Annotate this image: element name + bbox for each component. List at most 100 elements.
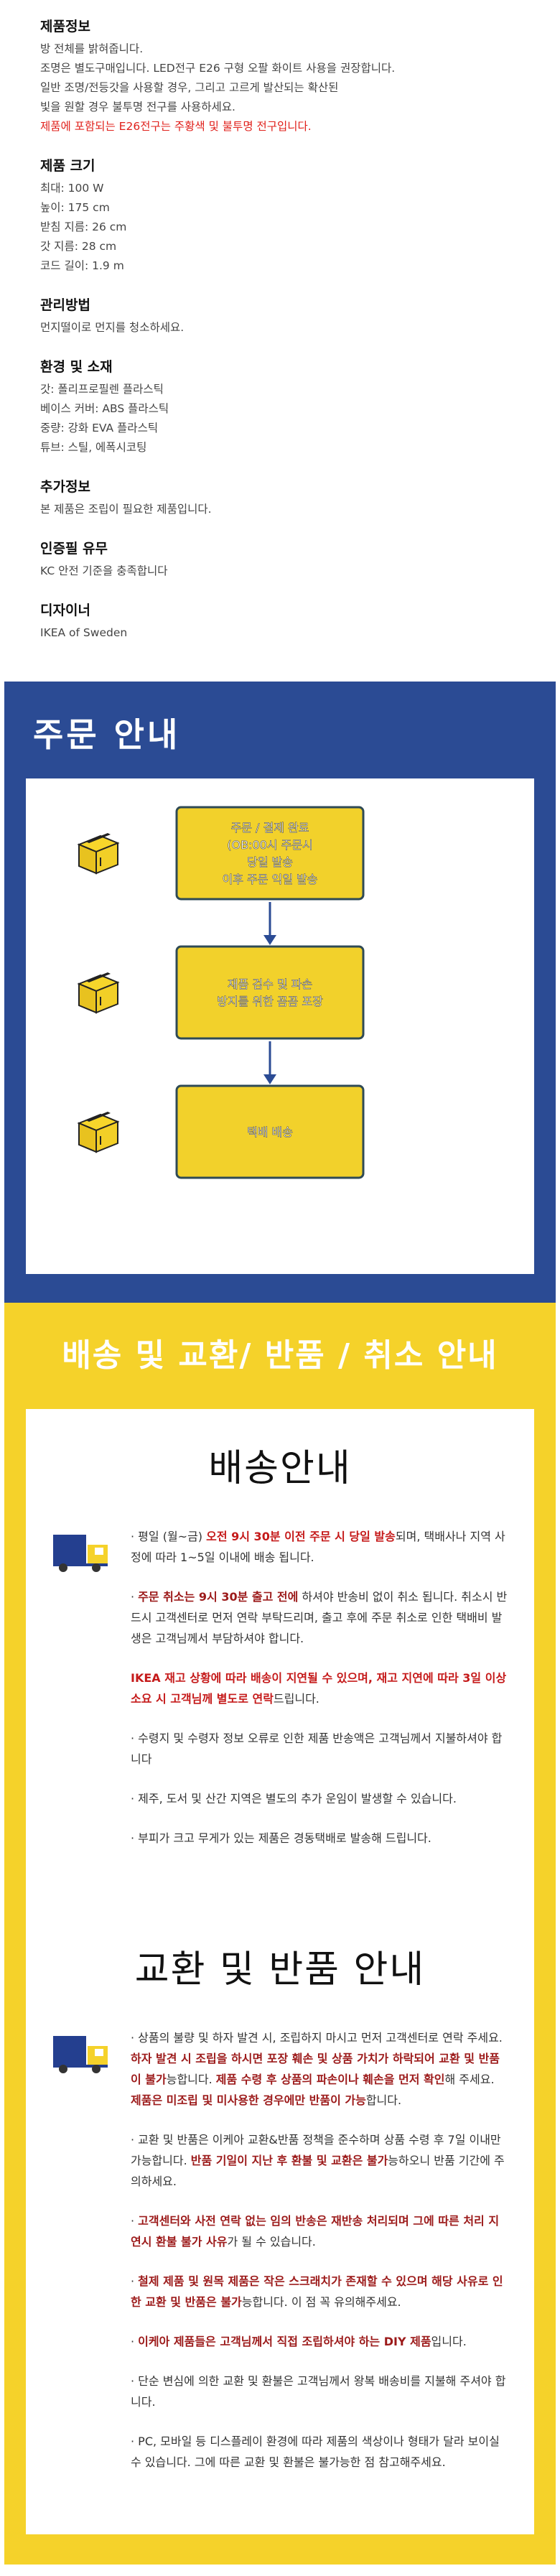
info-block: 인증필 유무 KC 안전 기준을 충족합니다 [40, 538, 531, 581]
highlighted-text: IKEA 재고 상황에 따라 배송이 지연될 수 있으며, 재고 지연에 따라 … [131, 1671, 507, 1706]
shipping-section: 배송 및 교환/ 반품 / 취소 안내 배송안내 · 평일 (월~금) 오전 9… [4, 1303, 556, 2565]
notice-item: · PC, 모바일 등 디스플레이 환경에 따라 제품의 색상이나 형태가 달라… [131, 2431, 508, 2473]
flow-arrow-icon [263, 935, 276, 945]
highlighted-text: 이케아 제품들은 고객님께서 직접 조립하셔야 하는 DIY 제품 [138, 2335, 431, 2348]
notice-item: · 주문 취소는 9시 30분 출고 전에 하셔야 반송비 없이 취소 됩니다.… [131, 1586, 508, 1649]
return-row: · 상품의 불량 및 하자 발견 시, 조립하지 마시고 먼저 고객센터로 연락… [52, 2027, 508, 2491]
info-line: 받침 지름: 26 cm [40, 220, 127, 233]
notice-item: · 수령지 및 수령자 정보 오류로 인한 제품 반송액은 고객님께서 지불하셔… [131, 1728, 508, 1770]
notice-text: 입니다. [431, 2335, 467, 2348]
notice-text: · 부피가 크고 무게가 있는 제품은 경동택배로 발송해 드립니다. [131, 1831, 431, 1845]
info-line: 베이스 커버: ABS 플라스틱 [40, 402, 169, 415]
notice-text: · 평일 (월~금) [131, 1530, 207, 1543]
step-text: 당일 발송 [247, 855, 293, 869]
delivery-row: · 평일 (월~금) 오전 9시 30분 이전 주문 시 당일 발송되며, 택배… [52, 1526, 508, 1867]
notice-text: · 단순 변심에 의한 교환 및 환불은 고객님께서 왕복 배송비를 지불해 주… [131, 2374, 506, 2409]
step-text: (OB:00시 주문시 [227, 838, 313, 852]
info-block-title: 제품정보 [40, 19, 90, 34]
notice-text: · [131, 2214, 139, 2228]
info-line: KC 안전 기준을 충족합니다 [40, 564, 168, 577]
return-heading: 교환 및 반품 안내 [134, 1948, 426, 1991]
info-line: 일반 조명/전등갓을 사용할 경우, 그리고 고르게 발산되는 확산된 [40, 81, 339, 94]
notice-item: · 부피가 크고 무게가 있는 제품은 경동택배로 발송해 드립니다. [131, 1828, 508, 1849]
info-line: IKEA of Sweden [40, 626, 128, 639]
info-line: 방 전체를 밝혀줍니다. [40, 42, 144, 55]
notice-item: · 평일 (월~금) 오전 9시 30분 이전 주문 시 당일 발송되며, 택배… [131, 1526, 508, 1568]
info-block-title: 관리방법 [40, 297, 90, 313]
truck-icon [52, 2027, 131, 2078]
notice-item: IKEA 재고 상황에 따라 배송이 지연될 수 있으며, 재고 지연에 따라 … [131, 1668, 508, 1709]
truck-icon [52, 1526, 131, 1576]
notice-item: · 단순 변심에 의한 교환 및 환불은 고객님께서 왕복 배송비를 지불해 주… [131, 2371, 508, 2412]
notice-text: · 상품의 불량 및 하자 발견 시, 조립하지 마시고 먼저 고객센터로 연락… [131, 2031, 503, 2045]
step-text: 택배 배송 [247, 1125, 293, 1139]
info-line: 조명은 별도구매입니다. LED전구 E26 구형 오팔 화이트 사용을 권장합… [40, 62, 396, 75]
notice-item: · 이케아 제품들은 고객님께서 직접 조립하셔야 하는 DIY 제품입니다. [131, 2331, 508, 2352]
notice-text: 해 주세요. [444, 2073, 495, 2086]
highlighted-text: 주문 취소는 9시 30분 출고 전에 [138, 1590, 299, 1604]
info-line: 갓 지름: 28 cm [40, 240, 117, 253]
notice-item: · 교환 및 반품은 이케아 교환&반품 정책을 준수하며 상품 수령 후 7일… [131, 2129, 508, 2192]
highlighted-text: 하자 발견 시 조립을 하시면 포장 훼손 및 상품 가치가 하락되어 교환 및… [131, 2052, 500, 2086]
step-box [175, 1084, 365, 1179]
info-line: 튜브: 스틸, 에폭시코팅 [40, 441, 147, 454]
notice-text: 되며, 택배사나 지역 사정에 따라 1~5일 이내에 배송 됩니다. [131, 1530, 505, 1564]
info-line: 최대: 100 W [40, 182, 104, 195]
return-item-list: · 상품의 불량 및 하자 발견 시, 조립하지 마시고 먼저 고객센터로 연락… [131, 2027, 508, 2491]
step-box [175, 945, 365, 1040]
package-box-icon [77, 972, 120, 1014]
info-block-title: 추가정보 [40, 479, 90, 495]
notice-text: 가 될 수 있습니다. [227, 2235, 316, 2249]
notice-item: · 철제 제품 및 원목 제품은 작은 스크래치가 존재할 수 있으며 해당 사… [131, 2271, 508, 2312]
notice-text: 하셔야 반송비 없이 취소 됩니다. 취소시 반드시 고객센터로 먼저 연락 부… [131, 1590, 508, 1645]
notice-text: 능하오니 반품 기간에 주의하세요. [131, 2154, 505, 2188]
step-text: 이후 주문 익일 발송 [222, 873, 317, 886]
info-line: 코드 길이: 1.9 m [40, 259, 124, 272]
info-line: 중량: 강화 EVA 플라스틱 [40, 422, 159, 434]
step-text: 재품 검수 및 파손 [228, 977, 312, 991]
notice-item: · 제주, 도서 및 산간 지역은 별도의 추가 운임이 발생할 수 있습니다. [131, 1788, 508, 1809]
shipping-banner-title: 배송 및 교환/ 반품 / 취소 안내 [62, 1337, 498, 1374]
package-box-icon [77, 1112, 120, 1153]
info-block-title: 디자이너 [40, 603, 90, 618]
info-line: 갓: 폴리프로필렌 플라스틱 [40, 383, 164, 396]
highlighted-text: 제품은 미조립 및 미사용한 경우에만 반품이 가능 [131, 2093, 366, 2107]
highlighted-text: 철제 제품 및 원목 제품은 작은 스크래치가 존재할 수 있으며 해당 사유로… [131, 2274, 503, 2309]
notice-text: · [131, 1590, 139, 1604]
step-box [175, 806, 365, 901]
highlighted-text: 반품 기일이 지난 후 환불 및 교환은 불가 [190, 2154, 388, 2167]
info-warning-note: 제품에 포함되는 E26전구는 주황색 및 불투명 전구입니다. [40, 120, 312, 133]
info-block-title: 인증필 유무 [40, 541, 108, 557]
notice-text: · 제주, 도서 및 산간 지역은 별도의 추가 운임이 발생할 수 있습니다. [131, 1792, 457, 1805]
notice-item: · 상품의 불량 및 하자 발견 시, 조립하지 마시고 먼저 고객센터로 연락… [131, 2027, 508, 2111]
step-text: 방지를 위한 꼼꼼 포장 [217, 995, 323, 1008]
notice-text: 합니다. [365, 2093, 402, 2107]
notice-text: 능합니다. 이 점 꼭 유의해주세요. [241, 2295, 401, 2309]
highlighted-text: 제품 수령 후 상품의 파손이나 훼손을 먼저 확인 [215, 2073, 445, 2086]
package-box-icon [77, 833, 120, 875]
delivery-item-list: · 평일 (월~금) 오전 9시 30분 이전 주문 시 당일 발송되며, 택배… [131, 1526, 508, 1867]
info-line: 높이: 175 cm [40, 201, 110, 214]
info-block: 디자이너 IKEA of Sweden [40, 600, 531, 643]
order-guide-title: 주문 안내 [33, 715, 181, 754]
notice-text: · PC, 모바일 등 디스플레이 환경에 따라 제품의 색상이나 형태가 달라… [131, 2435, 500, 2469]
step-text: 주문 / 결제 완료 [231, 821, 309, 834]
notice-text: · [131, 2274, 139, 2288]
info-block-title: 환경 및 소재 [40, 359, 113, 375]
info-line: 먼지떨이로 먼지를 청소하세요. [40, 321, 185, 334]
highlighted-text: 고객센터와 사전 연락 없는 임의 반송은 재반송 처리되며 그에 따른 처리 … [131, 2214, 500, 2249]
info-block-title: 제품 크기 [40, 158, 95, 174]
flow-arrow-icon [263, 1074, 276, 1084]
highlighted-text: 오전 9시 30분 이전 주문 시 당일 발송 [206, 1530, 396, 1543]
notice-text: 능합니다. [166, 2073, 216, 2086]
notice-text: 드립니다. [273, 1692, 319, 1706]
notice-text: · 교환 및 반품은 이케아 교환&반품 정책을 준수하며 상품 수령 후 7일… [131, 2133, 501, 2167]
